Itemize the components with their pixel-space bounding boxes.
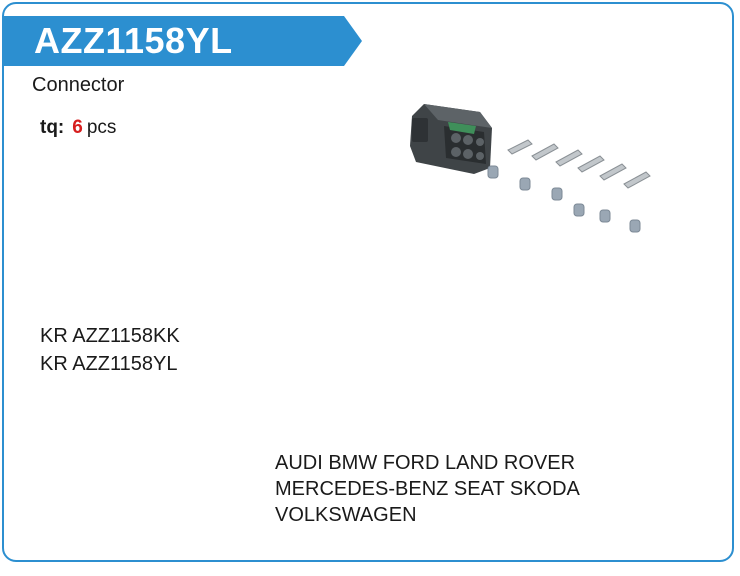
banner-shape: [4, 16, 362, 66]
connector-housing: [410, 104, 492, 174]
makes-line-2: MERCEDES-BENZ SEAT SKODA: [275, 478, 580, 500]
quantity-label: tq:: [40, 117, 65, 138]
makes-line-3: VOLKSWAGEN: [275, 504, 417, 526]
kit-codes: KR AZZ1158KK KR AZZ1158YL: [40, 322, 180, 378]
connector-illustration: [410, 104, 651, 233]
product-card: [2, 2, 734, 562]
kit-code-2: KR AZZ1158YL: [40, 353, 178, 375]
quantity-unit: pcs: [86, 117, 117, 138]
makes-line-1: AUDI BMW FORD LAND ROVER: [275, 452, 576, 474]
product-type: Connector: [32, 74, 125, 96]
kit-code-1: KR AZZ1158KK: [40, 325, 180, 347]
seal-plugs: [487, 165, 641, 233]
quantity-value: 6: [72, 117, 83, 138]
connector-kit-image: [404, 94, 654, 249]
vehicle-makes: AUDI BMW FORD LAND ROVER MERCEDES-BENZ S…: [275, 450, 580, 528]
terminal-pins: [507, 139, 651, 189]
header-banner: AZZ1158YL: [4, 16, 362, 66]
part-code: AZZ1158YL: [34, 20, 233, 61]
